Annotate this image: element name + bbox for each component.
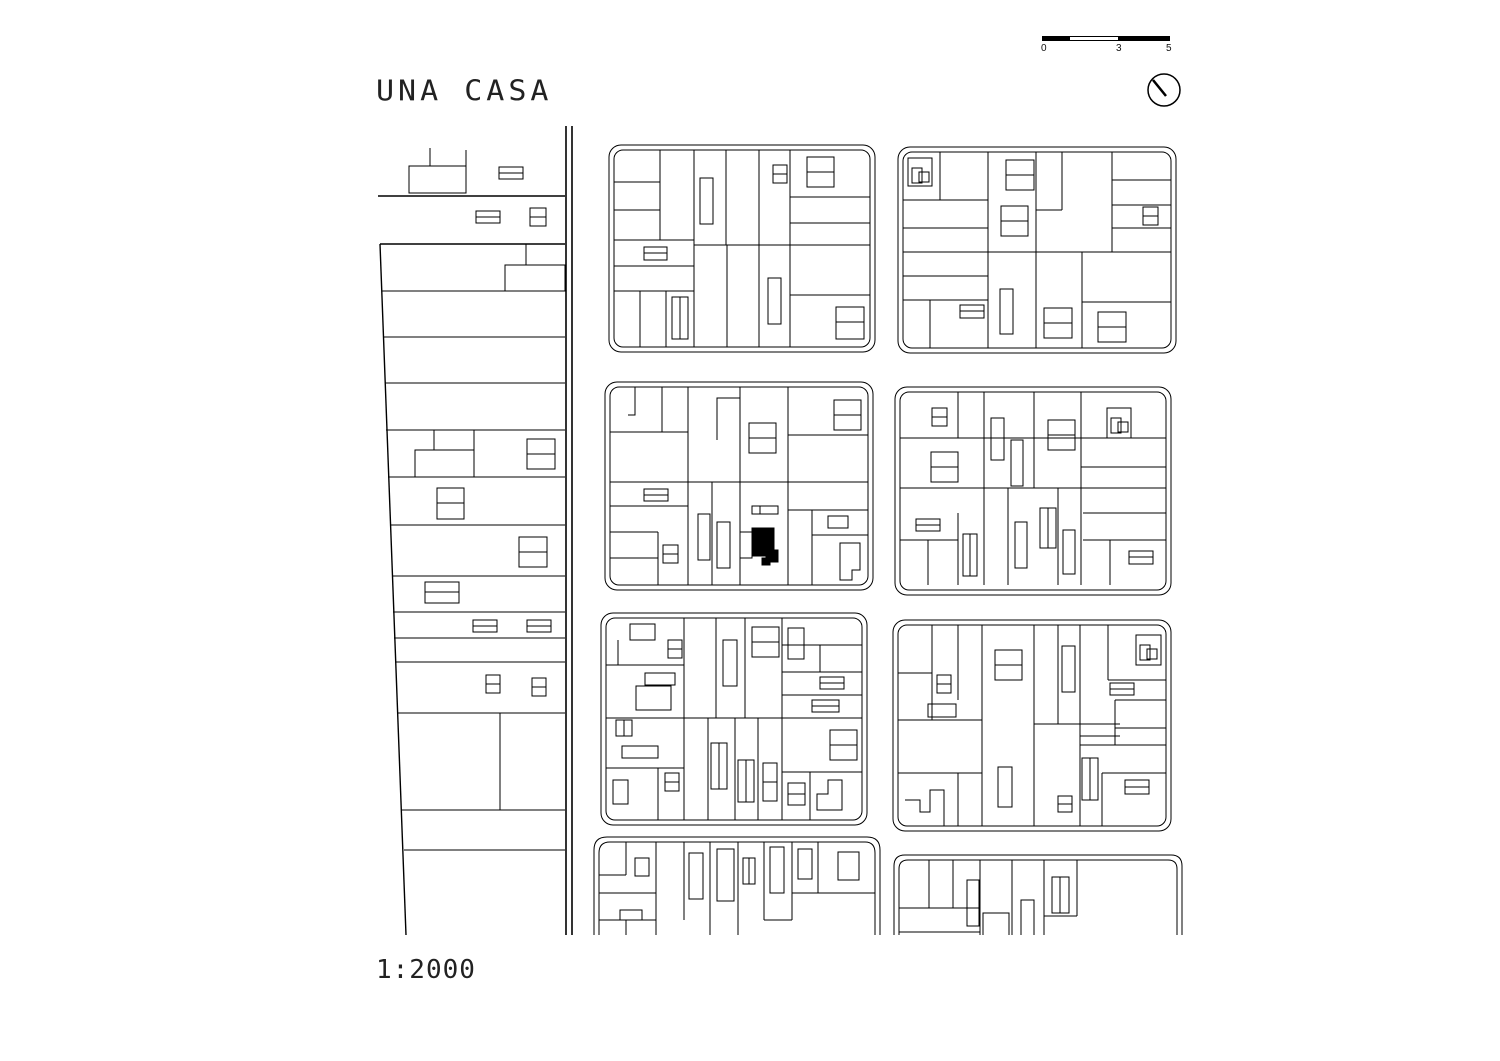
block-e (600, 612, 868, 826)
north-arrow-icon (1147, 73, 1181, 107)
block-b (897, 146, 1177, 354)
map-title: UNA CASA (376, 74, 553, 109)
block-a (608, 144, 876, 353)
block-h (893, 854, 1183, 935)
scale-label-3: 3 (1116, 43, 1122, 54)
scale-bar-segment (1118, 36, 1170, 41)
block-g (593, 836, 881, 935)
block-c (604, 381, 874, 591)
scale-label-0: 0 (1041, 43, 1047, 54)
main-road (565, 126, 573, 935)
scale-bar-segment (1070, 36, 1118, 41)
scale-ratio: 1:2000 (376, 955, 476, 985)
scale-bar-segment (1042, 36, 1070, 41)
scale-bar: 0 3 5 (1040, 36, 1180, 58)
left-parcels (378, 148, 566, 935)
scale-label-5: 5 (1166, 43, 1172, 54)
house-footprint (751, 527, 779, 566)
block-f (892, 619, 1172, 832)
block-d (894, 386, 1172, 596)
